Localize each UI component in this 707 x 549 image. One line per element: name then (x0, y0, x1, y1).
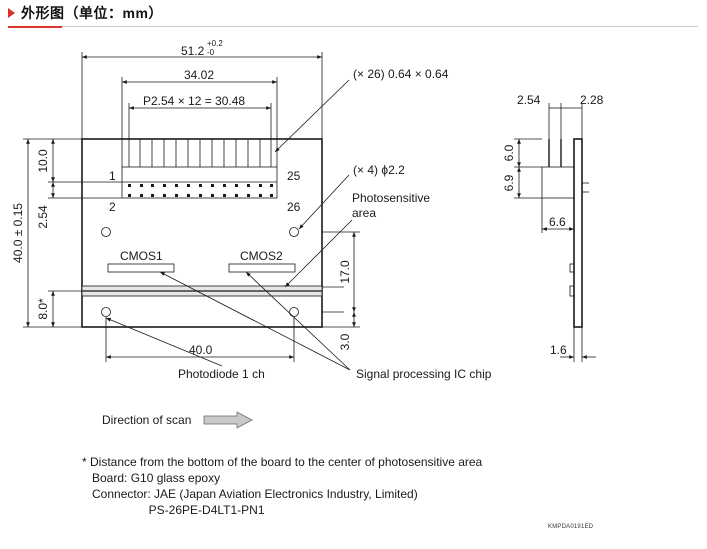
side-dim-1-6: 1.6 (550, 343, 567, 357)
side-dim-2-54: 2.54 (517, 93, 541, 107)
pin-1-label: 1 (109, 169, 116, 183)
photosensitive-label-1: Photosensitive (352, 191, 430, 205)
mount-hole-bottom-right (289, 307, 299, 317)
document-code: KMPDA0191ED (548, 524, 594, 530)
dim-51-2: 51.2 (181, 44, 205, 58)
dim-51-2-tol-plus: +0.2 (207, 39, 223, 48)
leader-photosensitive (284, 219, 353, 288)
side-board (573, 138, 583, 328)
dim-pitch: P2.54 × 12 = 30.48 (143, 94, 245, 108)
dim-40-width: 40.0 (189, 343, 213, 357)
note-line-1: * Distance from the bottom of the board … (82, 455, 483, 469)
side-dim-2-28: 2.28 (580, 93, 604, 107)
pin-26-label: 26 (287, 200, 301, 214)
photosensitive-label-2: area (352, 206, 376, 220)
mount-hole-top-left (101, 227, 111, 237)
dim-holes: (× 4) ϕ2.2 (353, 163, 405, 177)
connector-body (121, 166, 278, 199)
dim-2-54-left: 2.54 (36, 205, 50, 229)
scan-direction-label: Direction of scan (102, 413, 191, 427)
cmos2-label: CMOS2 (240, 249, 283, 263)
board-outline (81, 138, 323, 328)
section-header: 外形图（单位：mm） (8, 3, 163, 23)
mount-hole-top-right (289, 227, 299, 237)
scan-arrow-icon (203, 411, 253, 429)
side-connector (541, 166, 575, 199)
dim-pins: (× 26) 0.64 × 0.64 (353, 67, 449, 81)
leader-photodiode (105, 317, 223, 367)
page-title: 外形图（单位：mm） (21, 5, 163, 21)
dim-3: 3.0 (338, 333, 352, 350)
photodiode-label: Photodiode 1 ch (178, 367, 265, 381)
dim-8: 8.0* (36, 298, 50, 320)
connector-pin-holes (128, 184, 273, 197)
cmos1-label: CMOS1 (120, 249, 163, 263)
ic-chip-label: Signal processing IC chip (356, 367, 492, 381)
dim-17: 17.0 (338, 260, 352, 284)
side-dim-6-6: 6.6 (549, 215, 566, 229)
note-line-3: Connector: JAE (Japan Aviation Electroni… (82, 487, 418, 501)
leader-ic-cmos2 (245, 271, 351, 371)
cmos1-chip (107, 263, 175, 273)
connector-pins (128, 139, 272, 167)
mount-hole-bottom-left (101, 307, 111, 317)
side-dim-6: 6.0 (502, 144, 516, 161)
header-marker-icon (8, 8, 15, 18)
side-dim-6-9: 6.9 (502, 174, 516, 191)
footnotes: * Distance from the bottom of the board … (82, 454, 482, 518)
dim-40-height: 40.0 ± 0.15 (11, 203, 25, 263)
cmos2-chip (228, 263, 296, 273)
leader-pins (274, 79, 350, 153)
dim-10: 10.0 (36, 149, 50, 173)
header-accent-bar (8, 26, 62, 28)
dim-34-02: 34.02 (184, 68, 214, 82)
dim-51-2-tol-minus: -0 (207, 48, 215, 57)
pin-25-label: 25 (287, 169, 301, 183)
leader-ic-cmos1 (159, 271, 351, 371)
pin-2-label: 2 (109, 200, 116, 214)
note-line-2: Board: G10 glass epoxy (82, 471, 221, 485)
note-line-4: PS-26PE-D4LT1-PN1 (82, 503, 265, 517)
header-divider (8, 26, 698, 27)
leader-holes (298, 174, 350, 230)
